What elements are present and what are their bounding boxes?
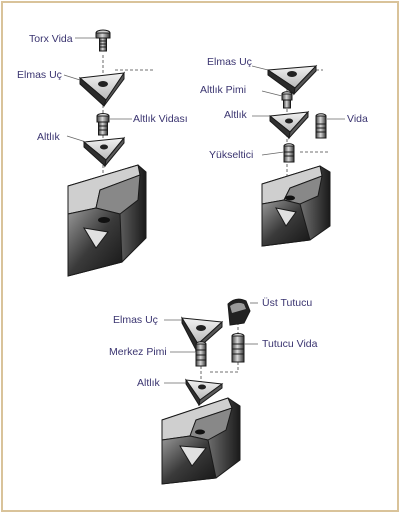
shim-pin [281, 91, 293, 109]
shim [268, 110, 310, 140]
label-elmas-uc-2: Elmas Uç [207, 56, 252, 68]
clamp-screw [231, 333, 245, 363]
tool-holder-body [261, 165, 331, 247]
diamond-insert [266, 64, 318, 96]
shim [184, 378, 224, 407]
label-altlik-1: Altlık [37, 131, 61, 143]
riser [283, 143, 295, 163]
label-altlik-3: Altlık [137, 377, 161, 389]
upper-clamp [227, 298, 251, 326]
label-merkez-pimi: Merkez Pimi [109, 346, 167, 358]
label-ust-tutucu: Üst Tutucu [262, 297, 312, 309]
label-altlik-2: Altlık [224, 109, 248, 121]
shim [82, 136, 126, 168]
tool-holder-body [161, 397, 241, 485]
screw [315, 113, 327, 139]
label-altlik-pimi: Altlık Pimi [200, 84, 246, 96]
label-elmas-uc-3: Elmas Uç [113, 314, 158, 326]
label-vida: Vida [347, 113, 368, 125]
label-yukseltici: Yükseltici [209, 149, 253, 161]
label-tutucu-vida: Tutucu Vida [262, 338, 318, 350]
center-pin [195, 341, 207, 367]
label-altlik-vidasi: Altlık Vidası [133, 113, 188, 125]
label-elmas-uc-1: Elmas Uç [17, 69, 62, 81]
label-torx-vida: Torx Vida [29, 33, 73, 45]
diagram-3: Üst Tutucu Elmas Uç Tutucu Vida Merkez P… [109, 297, 318, 485]
shim-screw [96, 113, 110, 136]
diagram-2: Elmas Uç Altlık Pimi Altlık Vida Yükselt… [200, 56, 368, 247]
torx-screw [95, 29, 111, 52]
tool-holder-body [67, 164, 147, 277]
diagram-1: Torx Vida Elmas Uç Altlık Vidası Altlık [17, 29, 188, 277]
diamond-insert [78, 71, 126, 107]
